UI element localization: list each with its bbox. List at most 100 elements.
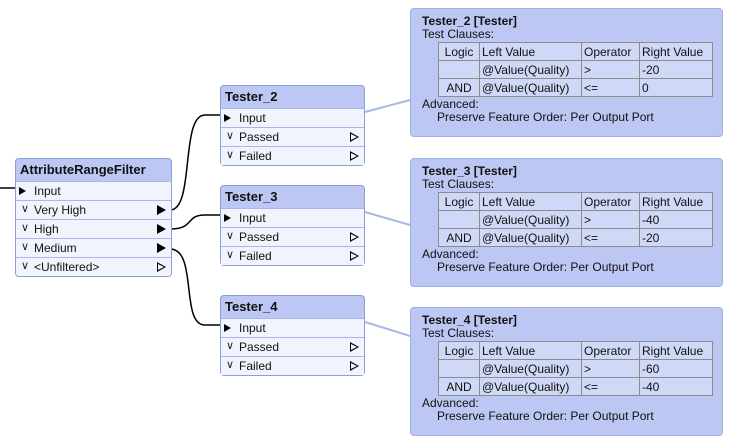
port-label: Input bbox=[239, 111, 266, 125]
table-cell: @Value(Quality) bbox=[479, 60, 582, 79]
table-cell: @Value(Quality) bbox=[479, 78, 582, 97]
chevron-down-icon[interactable]: ∨ bbox=[226, 249, 235, 261]
input-port-icon bbox=[19, 187, 26, 195]
output-connected-icon bbox=[157, 243, 166, 253]
table-cell: @Value(Quality) bbox=[479, 210, 582, 229]
column-header: Left Value bbox=[479, 192, 582, 211]
output-port-passed[interactable]: ∨ Passed bbox=[221, 127, 364, 146]
annotation-heading: Tester_4 [Tester] bbox=[422, 313, 517, 327]
output-port-failed[interactable]: ∨ Failed bbox=[221, 246, 364, 265]
column-header: Left Value bbox=[479, 341, 582, 360]
table-cell: -40 bbox=[639, 210, 713, 229]
wire-high bbox=[169, 214, 220, 230]
table-cell: > bbox=[581, 359, 640, 378]
output-port-unfiltered[interactable]: ∨ <Unfiltered> bbox=[16, 257, 171, 276]
table-cell: @Value(Quality) bbox=[479, 359, 582, 378]
wire-very-high bbox=[169, 114, 220, 211]
table-cell: -60 bbox=[639, 359, 713, 378]
clauses-label: Test Clauses: bbox=[422, 27, 495, 41]
table-cell: AND bbox=[438, 228, 480, 247]
table-cell bbox=[438, 210, 480, 229]
table-cell: <= bbox=[581, 78, 640, 97]
input-port[interactable]: Input bbox=[221, 208, 364, 227]
advanced-label: Advanced: bbox=[422, 97, 479, 111]
output-unconnected-icon bbox=[350, 132, 359, 142]
table-cell: <= bbox=[581, 377, 640, 396]
input-port-icon bbox=[224, 114, 231, 122]
output-connected-icon bbox=[157, 205, 166, 215]
input-port[interactable]: Input bbox=[16, 181, 171, 200]
table-cell bbox=[438, 359, 480, 378]
input-port[interactable]: Input bbox=[221, 108, 364, 127]
tester-4-annotation[interactable]: Tester_4 [Tester] Test Clauses: Logic Le… bbox=[410, 307, 723, 436]
output-unconnected-icon bbox=[350, 361, 359, 371]
chevron-down-icon[interactable]: ∨ bbox=[226, 149, 235, 161]
port-label: Passed bbox=[239, 340, 280, 354]
tester-3-annotation[interactable]: Tester_3 [Tester] Test Clauses: Logic Le… bbox=[410, 158, 723, 287]
port-label: Input bbox=[34, 184, 61, 198]
advanced-label: Advanced: bbox=[422, 396, 479, 410]
annotation-connector bbox=[364, 211, 411, 226]
port-label: Input bbox=[239, 321, 266, 335]
output-port-very-high[interactable]: ∨ Very High bbox=[16, 200, 171, 219]
port-label: Passed bbox=[239, 130, 280, 144]
port-label: Failed bbox=[239, 249, 272, 263]
column-header: Operator bbox=[581, 192, 640, 211]
chevron-down-icon[interactable]: ∨ bbox=[226, 230, 235, 242]
tester-3-node[interactable]: Tester_3 Input ∨ Passed ∨ Failed bbox=[220, 185, 365, 266]
output-port-high[interactable]: ∨ High bbox=[16, 219, 171, 238]
output-unconnected-icon bbox=[350, 251, 359, 261]
table-row: AND @Value(Quality) <= -40 bbox=[438, 377, 713, 396]
port-label: Failed bbox=[239, 359, 272, 373]
annotation-heading: Tester_3 [Tester] bbox=[422, 164, 517, 178]
output-port-passed[interactable]: ∨ Passed bbox=[221, 337, 364, 356]
table-row: @Value(Quality) > -20 bbox=[438, 60, 713, 79]
table-header-row: Logic Left Value Operator Right Value bbox=[438, 341, 713, 360]
output-port-medium[interactable]: ∨ Medium bbox=[16, 238, 171, 257]
table-cell: @Value(Quality) bbox=[479, 228, 582, 247]
table-cell: AND bbox=[438, 78, 480, 97]
annotation-connector bbox=[364, 99, 411, 113]
annotation-connector bbox=[364, 321, 411, 337]
tester-2-node[interactable]: Tester_2 Input ∨ Passed ∨ Failed bbox=[220, 85, 365, 166]
table-row: AND @Value(Quality) <= -20 bbox=[438, 228, 713, 247]
preserve-order-text: Preserve Feature Order: Per Output Port bbox=[437, 409, 654, 423]
tester-4-node[interactable]: Tester_4 Input ∨ Passed ∨ Failed bbox=[220, 295, 365, 376]
wire-medium bbox=[169, 248, 220, 326]
table-cell: > bbox=[581, 60, 640, 79]
column-header: Logic bbox=[438, 192, 480, 211]
port-label: Failed bbox=[239, 149, 272, 163]
node-title: Tester_3 bbox=[225, 189, 278, 204]
chevron-down-icon[interactable]: ∨ bbox=[21, 203, 30, 215]
test-clauses-table: Logic Left Value Operator Right Value @V… bbox=[438, 192, 713, 247]
column-header: Left Value bbox=[479, 42, 582, 61]
port-label: Medium bbox=[34, 241, 77, 255]
tester-2-annotation[interactable]: Tester_2 [Tester] Test Clauses: Logic Le… bbox=[410, 8, 723, 137]
clauses-label: Test Clauses: bbox=[422, 177, 495, 191]
input-port-icon bbox=[224, 214, 231, 222]
advanced-label: Advanced: bbox=[422, 247, 479, 261]
node-title: AttributeRangeFilter bbox=[20, 162, 146, 177]
chevron-down-icon[interactable]: ∨ bbox=[21, 241, 30, 253]
chevron-down-icon[interactable]: ∨ bbox=[226, 130, 235, 142]
chevron-down-icon[interactable]: ∨ bbox=[21, 260, 30, 272]
chevron-down-icon[interactable]: ∨ bbox=[226, 340, 235, 352]
column-header: Right Value bbox=[639, 192, 713, 211]
output-port-failed[interactable]: ∨ Failed bbox=[221, 146, 364, 165]
port-label: Very High bbox=[34, 203, 87, 217]
column-header: Logic bbox=[438, 341, 480, 360]
input-port[interactable]: Input bbox=[221, 318, 364, 337]
output-unconnected-icon bbox=[350, 232, 359, 242]
attribute-range-filter-node[interactable]: AttributeRangeFilter Input ∨ Very High ∨… bbox=[15, 158, 172, 277]
table-cell: AND bbox=[438, 377, 480, 396]
table-cell: -20 bbox=[639, 228, 713, 247]
output-port-passed[interactable]: ∨ Passed bbox=[221, 227, 364, 246]
table-header-row: Logic Left Value Operator Right Value bbox=[438, 42, 713, 61]
table-row: @Value(Quality) > -60 bbox=[438, 359, 713, 378]
port-label: Passed bbox=[239, 230, 280, 244]
output-port-failed[interactable]: ∨ Failed bbox=[221, 356, 364, 375]
table-cell: -20 bbox=[639, 60, 713, 79]
chevron-down-icon[interactable]: ∨ bbox=[226, 359, 235, 371]
chevron-down-icon[interactable]: ∨ bbox=[21, 222, 30, 234]
table-row: AND @Value(Quality) <= 0 bbox=[438, 78, 713, 97]
